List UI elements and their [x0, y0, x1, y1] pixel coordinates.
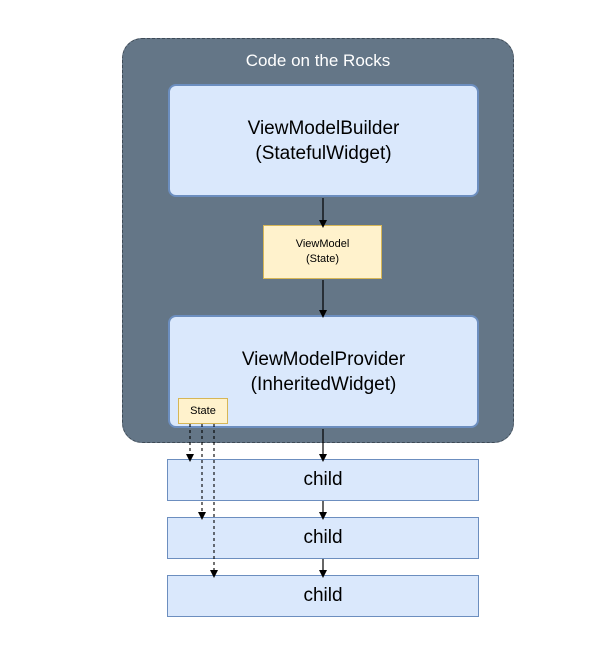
child-node-1[interactable]: child	[167, 459, 479, 501]
provider-type: (InheritedWidget)	[250, 373, 397, 395]
child-node-3[interactable]: child	[167, 575, 479, 617]
child-node-2[interactable]: child	[167, 517, 479, 559]
group-title: Code on the Rocks	[245, 51, 391, 70]
child-label: child	[303, 527, 343, 548]
builder-name: ViewModelBuilder	[247, 117, 400, 139]
builder-type: (StatefulWidget)	[255, 142, 392, 164]
view-model-type: (State)	[305, 253, 339, 265]
state-tag[interactable]: State	[178, 398, 228, 424]
view-model-node[interactable]: ViewModel (State)	[263, 225, 382, 279]
view-model-builder-node[interactable]: ViewModelBuilder (StatefulWidget)	[168, 84, 479, 197]
provider-name: ViewModelProvider	[241, 348, 406, 370]
view-model-name: ViewModel	[295, 238, 350, 250]
child-label: child	[303, 469, 343, 490]
state-tag-label: State	[190, 405, 216, 417]
child-label: child	[303, 585, 343, 606]
